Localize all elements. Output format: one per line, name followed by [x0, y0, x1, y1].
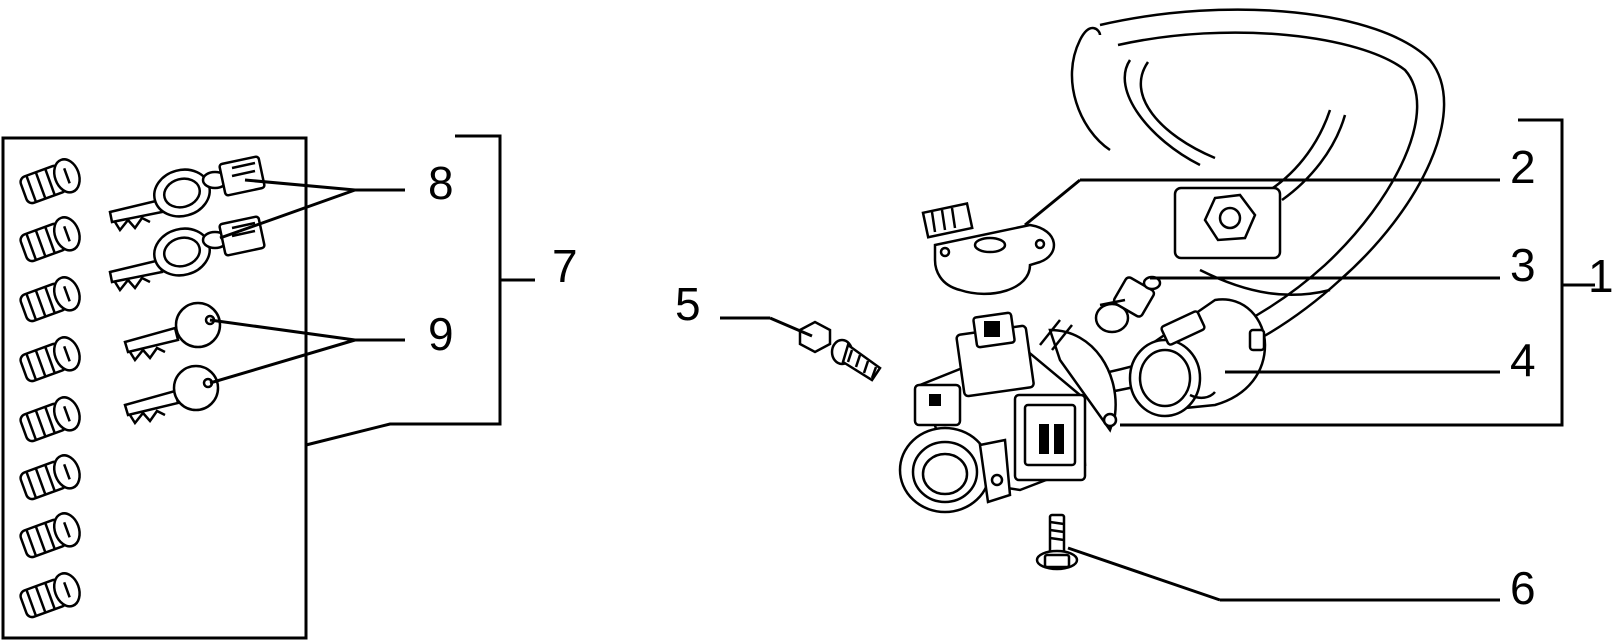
part-6-bolt — [1035, 513, 1079, 571]
transponder-key-1 — [108, 155, 266, 233]
kit-box — [1, 136, 308, 640]
lock-cylinder-icon — [19, 572, 81, 619]
plain-key-2 — [123, 364, 220, 426]
callout-3: 3 — [1510, 239, 1536, 291]
lock-cylinder-icon — [19, 158, 81, 205]
part-3-bulb — [1094, 275, 1162, 334]
callout-2: 2 — [1510, 141, 1536, 193]
lock-cylinder-icon — [19, 276, 81, 323]
part-5-screw — [798, 320, 882, 382]
callout-labels: 8 7 9 5 2 3 1 4 6 — [428, 141, 1614, 614]
callout-4: 4 — [1510, 334, 1536, 386]
callout-5: 5 — [675, 278, 701, 330]
ignition-switch-body — [898, 311, 1118, 514]
lock-cylinder-icon — [19, 336, 81, 383]
callout-6: 6 — [1510, 562, 1536, 614]
lock-cylinder-icon — [19, 216, 81, 263]
callout-8: 8 — [428, 157, 454, 209]
lock-cylinder-icon — [19, 396, 81, 443]
callout-1: 1 — [1588, 250, 1614, 302]
callout-7: 7 — [552, 240, 578, 292]
lock-cylinder-icon — [19, 454, 81, 501]
plain-key-1 — [123, 301, 222, 363]
callout-9: 9 — [428, 308, 454, 360]
lock-cylinder-icon — [19, 512, 81, 559]
part-2-sensor — [921, 201, 1056, 295]
lock-cylinder-column — [19, 158, 81, 619]
part-4-lock-cylinder — [1128, 298, 1267, 418]
leader-lines — [209, 118, 1595, 602]
steering-wheel — [1070, 8, 1446, 397]
